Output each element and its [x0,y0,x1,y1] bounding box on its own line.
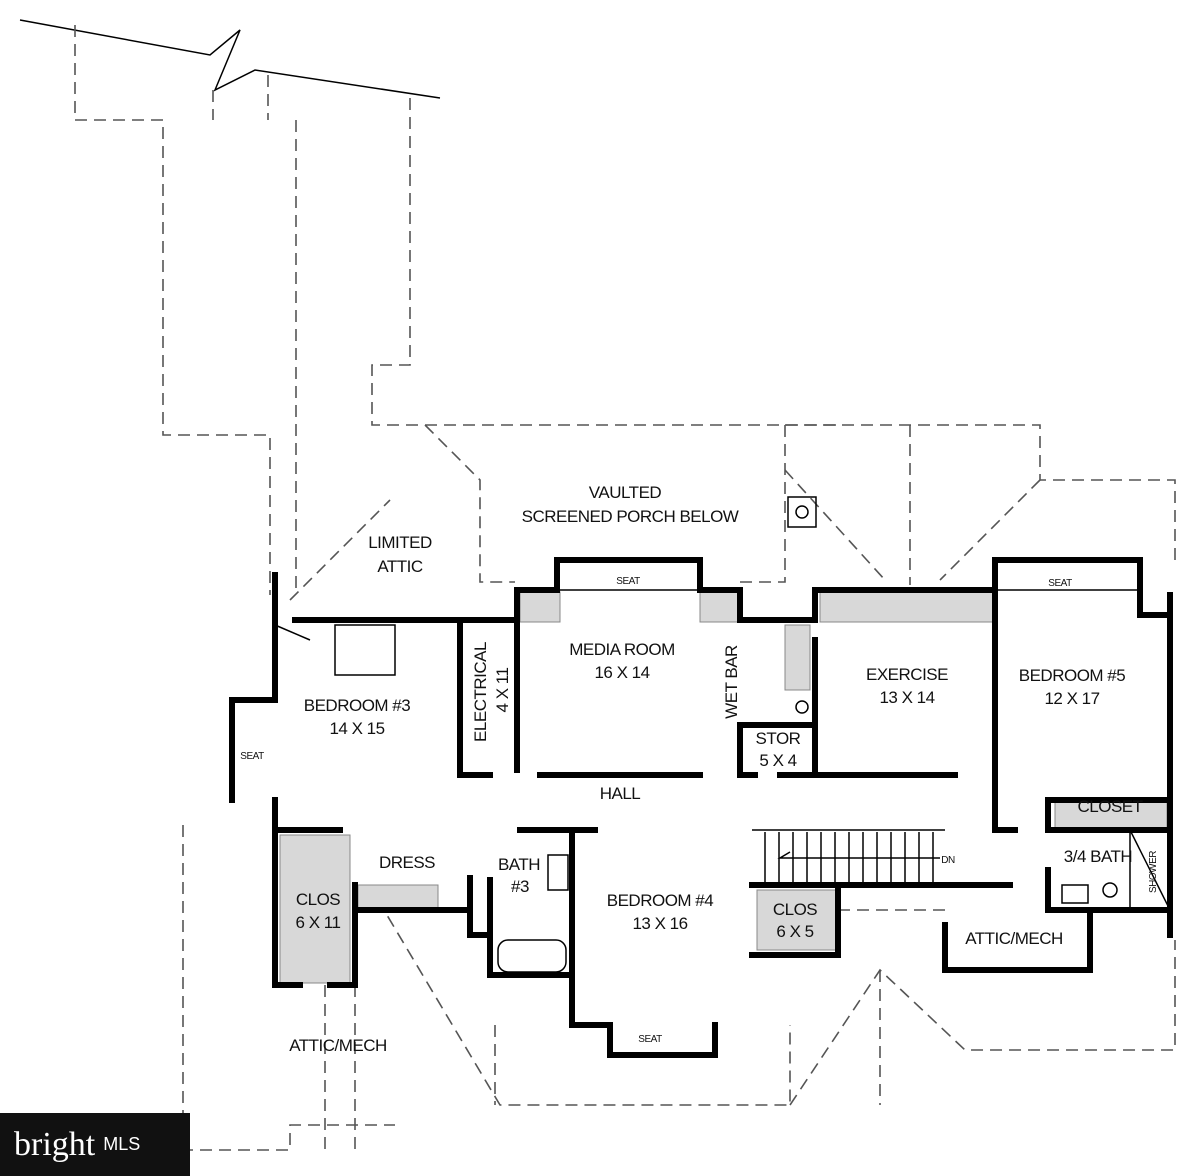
label-bath3: BATH [498,855,540,874]
label-bedroom5: BEDROOM #5 [1019,666,1126,685]
label-bedroom4: BEDROOM #4 [607,891,714,910]
walls [229,557,1173,1058]
label-dn: DN [941,855,955,866]
label-bedroom3: BEDROOM #3 [304,696,411,715]
label-attic: ATTIC [377,557,423,576]
label-media-room: MEDIA ROOM [569,640,675,659]
label-shower: SHOWER [1148,851,1159,893]
label-vaulted: VAULTED [589,483,662,502]
label-seat: SEAT [638,1034,662,1045]
roof-lines [19,19,1176,1151]
label-bedroom3-dim: 14 X 15 [329,719,384,738]
label-attic-mech: ATTIC/MECH [289,1036,387,1055]
label-stor-dim: 5 X 4 [759,751,796,770]
fixtures [334,496,1118,973]
label-closet: CLOSET [1077,797,1142,816]
label-limited: LIMITED [368,533,432,552]
label-seat: SEAT [616,576,640,587]
label-bedroom5-dim: 12 X 17 [1044,689,1099,708]
label-seat: SEAT [240,751,264,762]
label-electrical: ELECTRICAL [471,642,490,742]
bright-mls-logo: bright MLS [0,1113,190,1176]
label-seat: SEAT [1048,578,1072,589]
logo-suffix: MLS [103,1134,141,1154]
label-exercise: EXERCISE [866,665,948,684]
label-dress: DRESS [379,853,435,872]
label-clos: CLOS [773,900,817,919]
label-clos: CLOS [296,890,340,909]
label-exercise-dim: 13 X 14 [879,688,934,707]
stair-direction-arrow [777,851,940,859]
label-3-4-bath: 3/4 BATH [1064,847,1132,866]
label-stor: STOR [756,729,801,748]
label-clos1-dim: 6 X 11 [296,913,341,932]
label-hall: HALL [600,784,641,803]
label-wet-bar: WET BAR [722,645,741,719]
label-porch: SCREENED PORCH BELOW [522,507,739,526]
label-media-dim: 16 X 14 [594,663,649,682]
label-clos2-dim: 6 X 5 [776,922,813,941]
label-bedroom4-dim: 13 X 16 [632,914,687,933]
label-bath3-num: #3 [511,877,529,896]
room-labels: VAULTED SCREENED PORCH BELOW LIMITED ATT… [240,483,1159,1055]
label-attic-mech: ATTIC/MECH [965,929,1063,948]
label-electrical-dim: 4 X 11 [493,668,512,713]
logo-brand: bright [14,1125,96,1163]
staircase [764,832,940,883]
